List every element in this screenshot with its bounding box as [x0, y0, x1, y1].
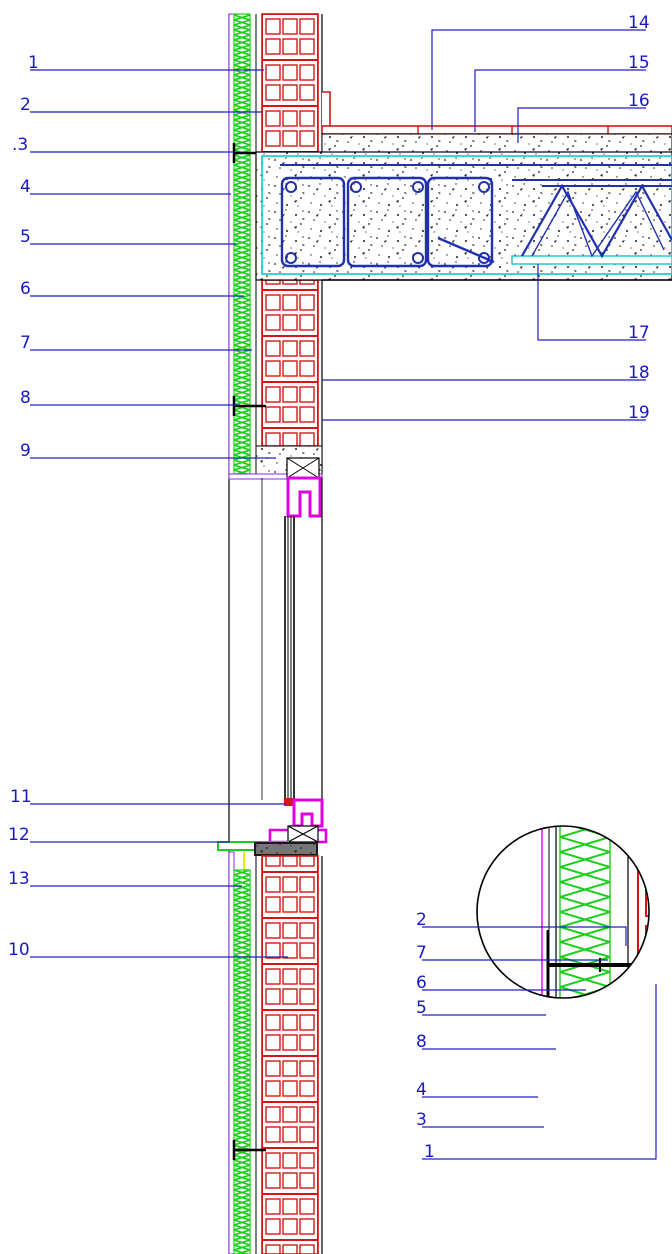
- window-glazing: [261, 478, 323, 800]
- label-5: 5: [20, 227, 31, 247]
- render-layer-lower: [228, 851, 235, 1254]
- label-3: .3: [12, 135, 28, 155]
- window-frame-top: [286, 457, 322, 518]
- label-9: 9: [20, 441, 31, 461]
- label-18: 18: [628, 363, 650, 383]
- label-17: 17: [628, 323, 650, 343]
- window-frame-bottom: [268, 798, 328, 844]
- label-16: 16: [628, 91, 650, 111]
- brick-wall-upper: [261, 13, 319, 153]
- label-19: 19: [628, 403, 650, 423]
- insulation-lower: [233, 869, 251, 1254]
- detail-label-1: 1: [424, 1142, 435, 1162]
- label-6: 6: [20, 279, 31, 299]
- main-label-texts: 1 2 .3 4 5 6 7 8 9 10 11 12 13 14 15 16 …: [8, 13, 650, 960]
- label-15: 15: [628, 53, 650, 73]
- detail-label-7: 7: [416, 943, 427, 963]
- detail-label-8: 8: [416, 1032, 427, 1052]
- window-sill: [217, 841, 318, 880]
- detail-label-4: 4: [416, 1080, 427, 1100]
- wall-anchor-middle: [232, 396, 266, 416]
- main-leaders: [30, 29, 646, 958]
- wall-anchor-lower: [232, 1140, 266, 1160]
- detail-label-texts: 2 7 6 5 8 4 3 1: [416, 910, 435, 1162]
- label-1: 1: [28, 53, 39, 73]
- main-wall-section: [217, 13, 672, 1254]
- label-4: 4: [20, 177, 31, 197]
- detail-label-3: 3: [416, 1110, 427, 1130]
- detail-leaders: [422, 926, 657, 1160]
- label-14: 14: [628, 13, 650, 33]
- label-8: 8: [20, 388, 31, 408]
- label-7: 7: [20, 333, 31, 353]
- anchor-detail: [476, 825, 650, 999]
- brick-wall-middle: [261, 279, 319, 447]
- label-2: 2: [20, 95, 31, 115]
- detail-label-6: 6: [416, 973, 427, 993]
- label-11: 11: [10, 787, 32, 807]
- floor-finish: [321, 91, 672, 153]
- label-12: 12: [8, 825, 30, 845]
- detail-label-2: 2: [416, 910, 427, 930]
- label-13: 13: [8, 869, 30, 889]
- brick-wall-lower: [261, 855, 319, 1254]
- detail-label-5: 5: [416, 998, 427, 1018]
- label-10: 10: [8, 940, 30, 960]
- floor-slab: [255, 151, 672, 281]
